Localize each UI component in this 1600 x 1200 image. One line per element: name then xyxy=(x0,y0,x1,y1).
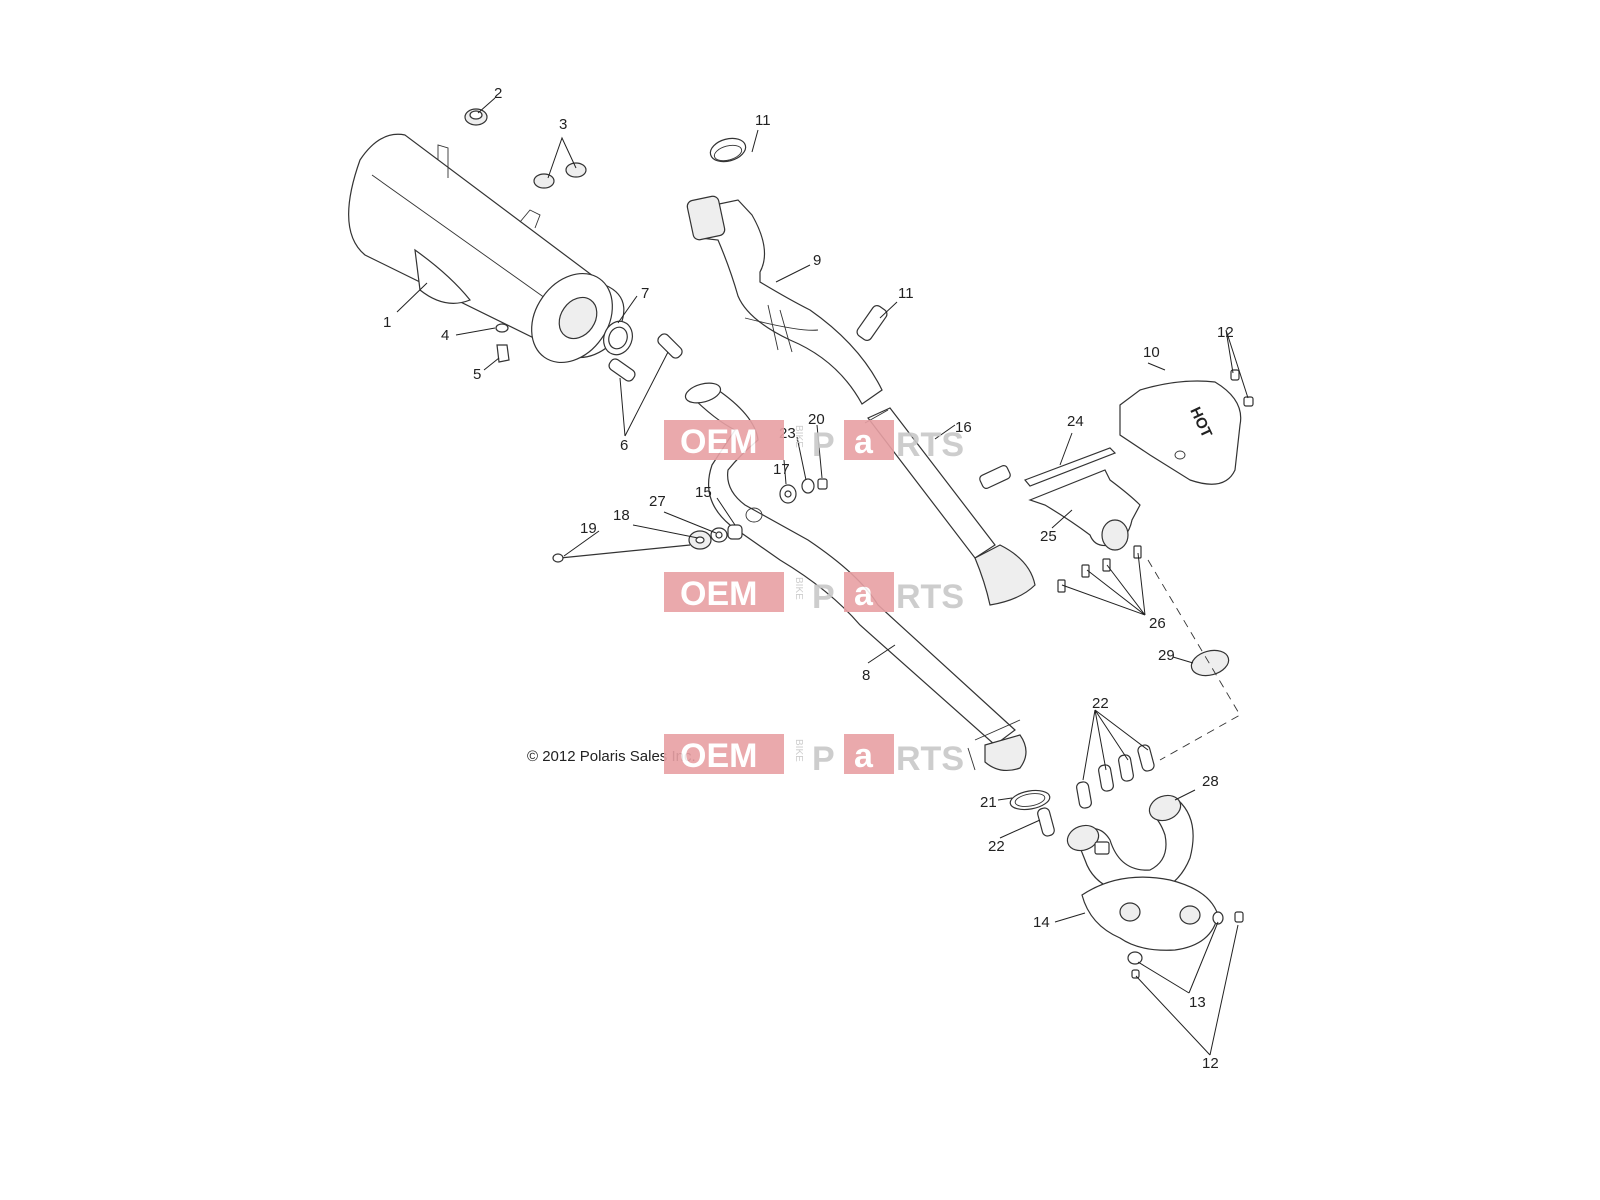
part-gasket-ring[interactable] xyxy=(599,317,637,359)
part-upper-head-pipe[interactable] xyxy=(686,195,883,405)
callout-11a: 11 xyxy=(755,112,771,129)
callout-8: 8 xyxy=(862,667,870,684)
part-nut-20[interactable] xyxy=(817,478,828,490)
part-grommet-pair[interactable] xyxy=(533,162,587,189)
callout-6: 6 xyxy=(620,437,628,454)
part-header-flange[interactable] xyxy=(1028,469,1141,551)
watermark-p: P xyxy=(812,426,835,464)
part-cap[interactable] xyxy=(1189,646,1232,679)
part-flange-bolts[interactable] xyxy=(1057,545,1142,593)
part-washer-small[interactable] xyxy=(710,527,728,543)
watermark-rts: RTS xyxy=(896,426,964,464)
callout-12b: 12 xyxy=(1202,1055,1219,1072)
callout-16: 16 xyxy=(955,419,972,436)
part-springs[interactable] xyxy=(607,332,684,383)
part-u-pipe[interactable] xyxy=(1064,791,1194,896)
part-clamp-lower[interactable] xyxy=(855,304,889,343)
watermark-oem: OEM xyxy=(680,737,757,775)
callout-15: 15 xyxy=(695,484,712,501)
part-right-pipe[interactable] xyxy=(864,407,1036,606)
part-flange-gasket[interactable] xyxy=(1023,447,1117,487)
part-clamp-upper[interactable] xyxy=(708,135,748,166)
callout-27: 27 xyxy=(649,493,666,510)
watermark-oem: OEM xyxy=(680,575,757,613)
callout-11b: 11 xyxy=(898,285,914,302)
part-washer-large[interactable] xyxy=(688,530,712,550)
callout-26: 26 xyxy=(1149,615,1166,632)
callout-21: 21 xyxy=(980,794,997,811)
callout-18: 18 xyxy=(613,507,630,524)
watermark-a: a xyxy=(854,575,874,613)
callout-7: 7 xyxy=(641,285,649,302)
callout-13: 13 xyxy=(1189,994,1206,1011)
callout-20: 20 xyxy=(808,411,825,428)
callout-28: 28 xyxy=(1202,773,1219,790)
part-washer-bolt[interactable] xyxy=(495,323,510,363)
callout-14: 14 xyxy=(1033,914,1050,931)
leader-lines xyxy=(396,97,1249,1056)
part-lower-washers[interactable] xyxy=(1127,911,1224,965)
watermark-bike: BIKE xyxy=(793,425,804,448)
part-grommet[interactable] xyxy=(464,108,488,126)
watermark-oem: OEM xyxy=(680,423,757,461)
callout-9: 9 xyxy=(813,252,821,269)
callout-10: 10 xyxy=(1143,344,1160,361)
watermark-bike: BIKE xyxy=(793,739,804,762)
callout-22a: 22 xyxy=(1092,695,1109,712)
callout-12a: 12 xyxy=(1217,324,1234,341)
watermark-3: OEM BIKE P a RTS xyxy=(664,734,964,778)
part-bushing[interactable] xyxy=(727,524,743,540)
watermark-1: OEM BIKE P a RTS xyxy=(664,420,964,464)
watermark-a: a xyxy=(854,737,874,775)
callout-3: 3 xyxy=(559,116,567,133)
part-lower-nuts[interactable] xyxy=(1131,911,1244,979)
callout-29: 29 xyxy=(1158,647,1175,664)
watermark-rts: RTS xyxy=(896,578,964,616)
part-muffler[interactable] xyxy=(348,133,629,378)
part-washer-23[interactable] xyxy=(801,478,815,494)
part-ring-gasket[interactable] xyxy=(1009,788,1052,813)
watermark-p: P xyxy=(812,578,835,616)
watermark-rts: RTS xyxy=(896,740,964,778)
part-small-sleeve[interactable] xyxy=(978,464,1011,489)
callout-24: 24 xyxy=(1067,413,1084,430)
callout-5: 5 xyxy=(473,366,481,383)
watermark-a: a xyxy=(854,423,874,461)
callout-25: 25 xyxy=(1040,528,1057,545)
callout-4: 4 xyxy=(441,327,449,344)
callout-labels: 1 2 3 4 5 6 7 8 9 10 11 11 12 12 13 14 1… xyxy=(383,85,1234,1072)
part-springs-group[interactable] xyxy=(1076,744,1155,809)
watermark-2: OEM BIKE P a RTS xyxy=(664,572,964,616)
part-heat-shield[interactable]: HOT xyxy=(1119,380,1242,485)
part-washer-17[interactable] xyxy=(779,484,797,504)
callout-19: 19 xyxy=(580,520,597,537)
callout-22b: 22 xyxy=(988,838,1005,855)
callout-1: 1 xyxy=(383,314,391,331)
part-lower-heat-shield[interactable] xyxy=(1081,876,1219,951)
copyright-text: © 2012 Polaris Sales Inc. xyxy=(527,748,696,765)
callout-17: 17 xyxy=(773,461,790,478)
watermark-p: P xyxy=(812,740,835,778)
part-spring-single[interactable] xyxy=(1037,807,1056,837)
part-bolt-long[interactable] xyxy=(552,544,691,563)
watermark-bike: BIKE xyxy=(793,577,804,600)
callout-2: 2 xyxy=(494,85,502,102)
